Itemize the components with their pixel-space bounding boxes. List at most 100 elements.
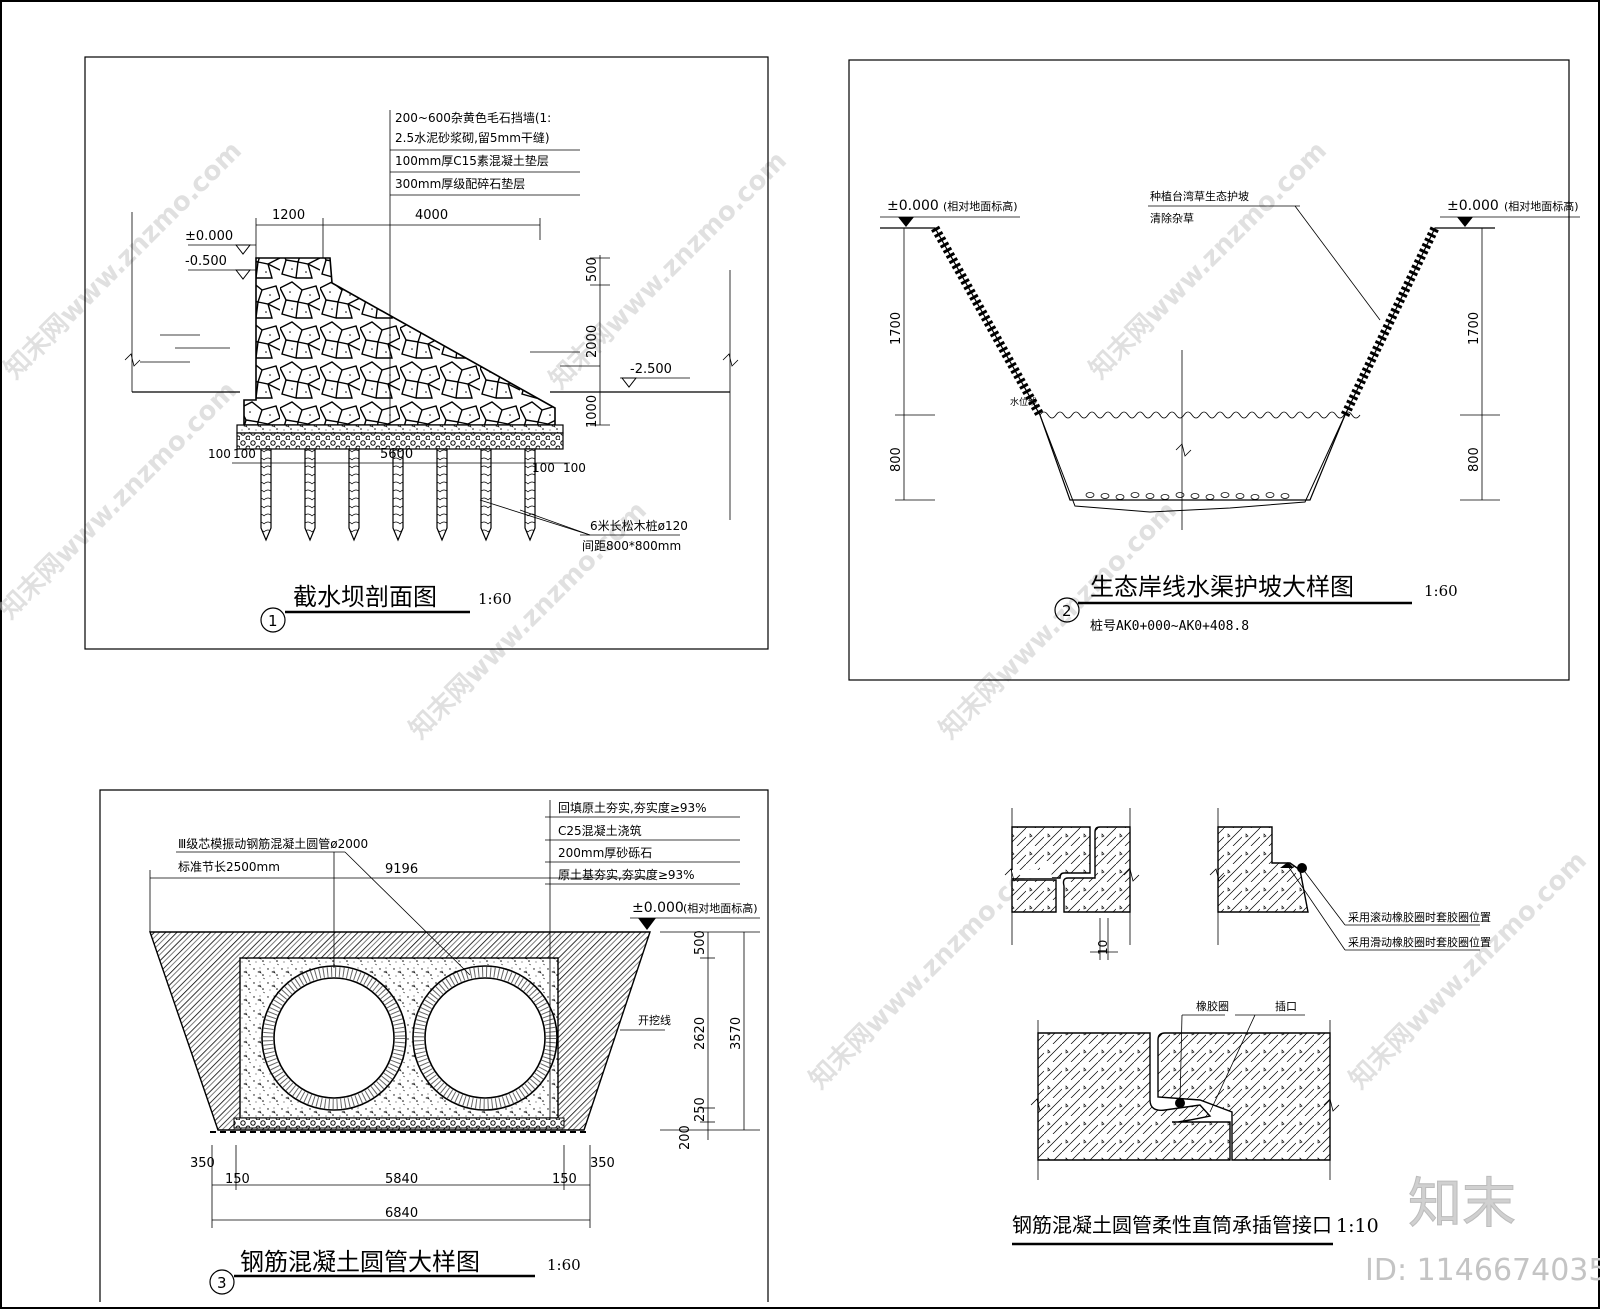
dam-note-2: 2.5水泥砂浆砌,留5mm干缝) [395,130,550,145]
excavation-label: 开挖线 [638,1013,671,1027]
watermark-text: 知末网www.znzmo.com [0,376,243,625]
panel-2-station: 桩号AK0+000~AK0+408.8 [1090,619,1249,634]
panel-4-pipe-joint: 10 采用滚动橡胶圈时套胶圈位置 采用滑动橡胶圈时套胶圈位置 橡胶圈 插口 钢筋… [1004,808,1491,1246]
timber-pile [480,448,492,542]
sliding-ring-label: 采用滑动橡胶圈时套胶圈位置 [1348,935,1491,949]
level-0: ±0.000 [185,229,233,244]
panel-2-number-circle [1054,597,1080,623]
dim-5840: 5840 [385,1172,418,1187]
slope-note-2: 清除杂草 [1150,211,1194,225]
rubble-stone-wall [243,257,556,426]
dim-bottom-100b: 100 [233,447,256,461]
sand-gravel-bed [233,1117,565,1129]
concrete-cushion [236,424,564,434]
level-marker [638,918,656,930]
dam-note-4: 300mm厚级配碎石垫层 [395,176,525,191]
panel-4-scale: 1:10 [1336,1215,1379,1237]
timber-pile [524,448,536,542]
dim-150-left: 150 [225,1172,250,1187]
panel-3-number-circle [209,1269,235,1295]
dim-350-right: 350 [590,1156,615,1171]
panel-3-number: 3 [217,1274,227,1292]
brand-logo: 知末 [1408,1172,1516,1235]
channel-profile [880,227,1495,501]
level-right: ±0.000 [1447,198,1499,214]
panel-3-level: ±0.000 [632,900,684,916]
pile-note: 6米长松木桩ø120 [590,518,688,533]
slope-note-1: 种植台湾草生态护坡 [1150,189,1249,203]
pile-spacing: 间距800*800mm [582,539,681,553]
pebble [1130,492,1140,498]
panel-3-frame [99,789,769,1302]
timber-pile [348,448,360,542]
panel-1-dam-section: 200~600杂黄色毛石挡墙(1: 2.5水泥砂浆砌,留5mm干缝) 100mm… [84,56,769,650]
water-label: 水位线 [1010,396,1037,408]
level-marker-right [1457,217,1473,227]
panel-2-scale: 1:60 [1424,582,1458,600]
panel-3-title: 钢筋混凝土圆管大样图 [240,1248,480,1276]
layer-note-3: 200mm厚砂砾石 [558,846,652,860]
level-left: ±0.000 [887,198,939,214]
dim-350-left: 350 [190,1156,215,1171]
level-neg25: -2.500 [630,362,672,377]
panel-2-channel-slope: 水位线 ±0.000 (相对地面标高) ±0.000 (相对地面标高) 种植台湾… [848,59,1580,681]
panel-3-level-note: (相对地面标高) [683,901,758,915]
dim-bottom-100d: 100 [563,461,586,475]
water-line [1039,411,1361,419]
dim-bottom-5600: 5600 [380,447,413,462]
pipe-left-inner [273,977,395,1099]
dim-left-800: 800 [889,447,904,472]
joint-a-spigot [1062,826,1131,913]
pebble [1115,494,1125,500]
spigot-label: 插口 [1275,999,1297,1013]
panel-2-frame [848,59,1570,681]
pebble [1205,494,1215,500]
pipe-note-2: 标准节长2500mm [178,860,280,874]
level-right-note: (相对地面标高) [1504,199,1579,213]
panel-3-rc-pipe: Ⅲ级芯模振动钢筋混凝土圆管ø2000 标准节长2500mm 回填原土夯实,夯实度… [99,789,769,1302]
timber-pile [392,448,404,542]
brand-id: ID: 1146674035 [1365,1253,1600,1288]
pipe-note-1: Ⅲ级芯模振动钢筋混凝土圆管ø2000 [178,836,368,851]
dim-500: 500 [693,930,708,955]
level-left-note: (相对地面标高) [943,199,1018,213]
panel-1-frame [84,56,769,650]
panel-2-number: 2 [1062,602,1072,620]
layer-note-4: 原土基夯实,夯实度≥93% [558,867,695,882]
pebble [1085,492,1095,498]
dim-right-800: 800 [1467,447,1482,472]
dim-right-500: 500 [585,257,600,282]
dim-top-9196: 9196 [385,862,418,877]
dam-note-1: 200~600杂黄色毛石挡墙(1: [395,111,551,125]
dim-3570: 3570 [729,1017,744,1050]
panel-1-title: 截水坝剖面图 [293,583,437,611]
rolling-ring-label: 采用滚动橡胶圈时套胶圈位置 [1348,910,1491,924]
joint-gap-dim: 10 [1096,940,1110,955]
branding: 知末 ID: 1146674035 [1365,1172,1600,1289]
pebble [1160,494,1170,500]
timber-pile [436,448,448,542]
rubber-ring-label: 橡胶圈 [1196,999,1229,1013]
dim-2620: 2620 [693,1017,708,1050]
dim-250: 250 [693,1097,708,1122]
pebble [1235,493,1245,499]
pebble [1175,492,1185,498]
panel-1-number-circle [260,607,286,633]
pipe-right-inner [424,977,546,1099]
pebble [1190,493,1200,499]
right-grass-slope [1340,226,1440,417]
dim-right-1000: 1000 [585,395,600,428]
joint-c-spigot [1157,1032,1331,1161]
panel-3-scale: 1:60 [547,1256,581,1274]
joint-b-pipe [1217,826,1309,913]
panel-2-title: 生态岸线水渠护坡大样图 [1090,573,1354,601]
dim-6840: 6840 [385,1206,418,1221]
panel-1-number: 1 [268,612,278,630]
joint-a-socket [1011,826,1091,879]
watermark-text: 知末网www.znzmo.com [1344,846,1593,1095]
panel-1-scale: 1:60 [478,590,512,608]
dim-right-2000: 2000 [585,325,600,358]
dim-top-1200: 1200 [272,208,305,223]
